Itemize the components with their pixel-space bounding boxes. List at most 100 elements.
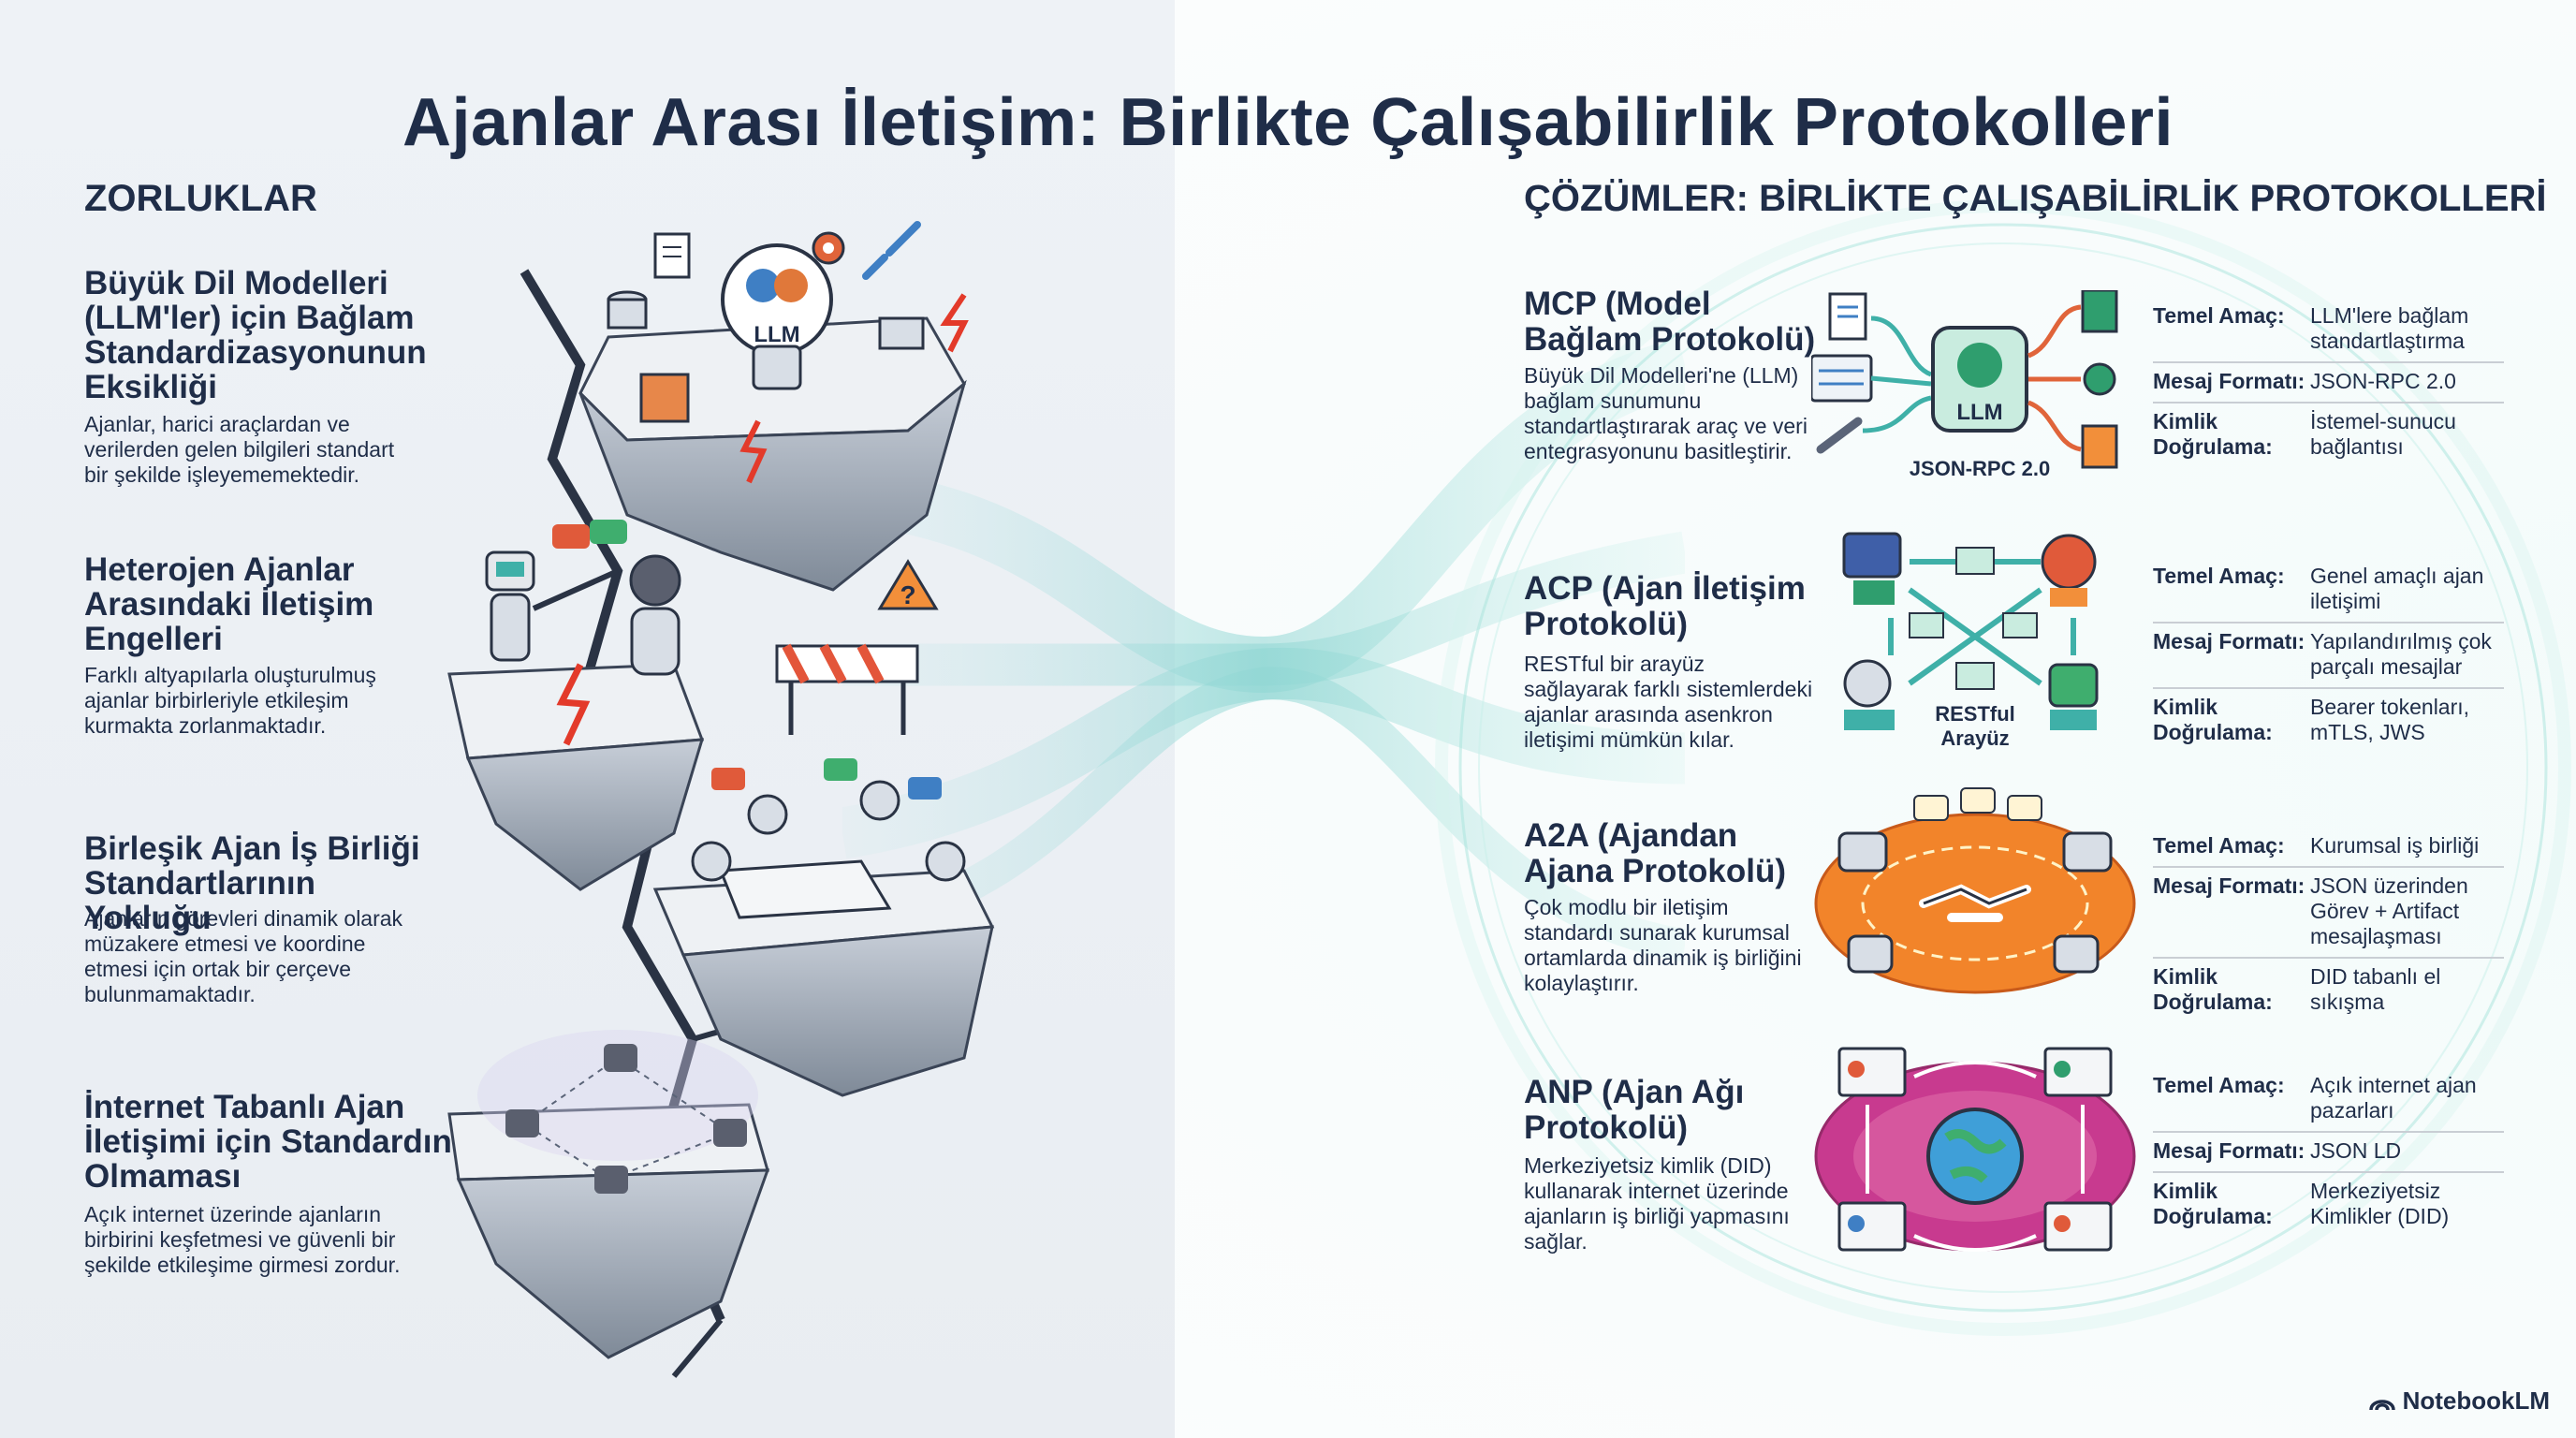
meeting-table [718,859,892,919]
robot-icon [1843,659,1895,730]
challenge-title-heterogeneous: Heterojen Ajanlar Arasındaki İletişim En… [84,551,374,657]
document-icon [1828,292,1867,341]
robot-icon [505,1044,747,1194]
property-row: Kimlik Doğrulama: DID tabanlı el sıkışma [2153,959,2504,1022]
acp-illustration: RESTful Arayüz [1842,532,2099,750]
property-value: DID tabanlı el sıkışma [2310,964,2441,1014]
anp-illustration [1814,1047,2136,1252]
warning-sign-icon: ? [877,559,939,610]
chat-bubble-icon [1913,787,2042,821]
property-value: Bearer tokenları, mTLS, JWS [2310,695,2470,744]
acp-restful-label: RESTful [1935,702,2015,726]
property-row: Kimlik Doğrulama:Bearer tokenları, mTLS,… [2153,689,2504,753]
property-key: Temel Amaç: [2153,564,2285,588]
protocol-title-a2a: A2A (Ajandan Ajana Protokolü) [1524,817,1787,889]
property-row: Temel Amaç:Kurumsal iş birliği [2153,828,2504,868]
llm-brain-icon: LLM [721,243,833,390]
lightning-icon [739,293,969,484]
property-value: Yapılandırılmış çok parçalı mesajlar [2310,629,2492,679]
globe-icon [1926,1108,2024,1205]
network-rings [1435,199,2571,1336]
handshake-icon [1919,884,2031,922]
property-value: JSON LD [2310,1138,2402,1163]
challenge-desc-llm-context: Ajanlar, harici araçlardan ve verilerden… [84,412,395,487]
notebooklm-brand: NotebookLM [2368,1387,2550,1416]
chat-bubble-icon [711,758,942,800]
property-row: Kimlik Doğrulama: İstemel-sunucu bağlantı… [2153,404,2504,467]
a2a-illustration [1814,787,2136,994]
robot-icon [485,550,535,662]
flow-streams [842,337,1685,962]
mcp-properties-table: Temel Amaç: LLM'lere bağlam standartlaştı… [2153,298,2504,467]
property-key: Temel Amaç: [2153,1073,2285,1097]
protocol-title-mcp: MCP (Model Bağlam Protokolü) [1524,286,1816,358]
road-barrier-icon [775,643,919,735]
property-row: Mesaj Formatı:Yapılandırılmış çok parçal… [2153,624,2504,689]
page-title: Ajanlar Arası İletişim: Birlikte Çalışab… [402,85,2174,161]
property-value: JSON-RPC 2.0 [2310,369,2456,393]
property-key: Temel Amaç: [2153,833,2285,858]
protocol-desc-acp: RESTful bir arayüz sağlayarak farklı sis… [1524,652,1813,752]
property-key: Mesaj Formatı: [2153,1138,2305,1163]
protocol-title-acp: ACP (Ajan İletişim Protokolü) [1524,570,1806,642]
property-key: Temel Amaç: [2153,303,2285,328]
acp-properties-table: Temel Amaç: Genel amaçlı ajan iletişimi M… [2153,558,2504,753]
property-row: Kimlik Doğrulama:Merkeziyetsiz Kimlikler… [2153,1173,2504,1237]
island-robots [447,663,705,891]
robot-icon [1837,831,2113,974]
property-key: Mesaj Formatı: [2153,873,2305,898]
server-cube-icon [639,373,690,423]
property-value: İstemel-sunucu bağlantısı [2310,409,2456,459]
property-key: Mesaj Formatı: [2153,369,2305,393]
llm-label: LLM [754,322,799,347]
notebooklm-logo-icon [2368,1399,2395,1410]
challenges-heading: ZORLUKLAR [84,178,317,219]
svg-text:LLM: LLM [1956,400,2002,425]
wrench-icon [862,221,921,280]
fractured-islands-illustration: LLM ? [447,221,995,1378]
database-icon [607,290,648,330]
anp-properties-table: Temel Amaç:Açık internet ajan pazarları … [2153,1067,2504,1237]
property-key: Mesaj Formatı: [2153,629,2305,653]
protocol-desc-a2a: Çok modlu bir iletişim standardı sunarak… [1524,895,1802,995]
challenge-desc-collaboration: Ajanların görevleri dinamik olarak müzak… [84,906,403,1006]
challenge-title-llm-context: Büyük Dil Modelleri (LLM'ler) için Bağla… [84,265,427,405]
property-key: Kimlik Doğrulama: [2153,1179,2273,1228]
mcp-illustration: LLM JSON-RPC 2.0 [1811,290,2118,480]
property-value: LLM'lere bağlam standartlaştırma [2310,303,2469,353]
property-row: Mesaj Formatı:JSON üzerinden Görev + Art… [2153,868,2504,959]
island-network [447,1030,770,1359]
challenge-desc-internet: Açık internet üzerinde ajanların birbiri… [84,1202,401,1277]
property-key: Kimlik Doğrulama: [2153,964,2273,1014]
wrench-icon [1816,417,1863,454]
property-key: Kimlik Doğrulama: [2153,409,2273,459]
acp-interface-label: Arayüz [1940,726,2009,750]
challenge-desc-heterogeneous: Farklı altyapılarla oluşturulmuş ajanlar… [84,663,376,738]
robot-icon [2041,534,2097,607]
robot-icon [2048,663,2099,730]
solutions-heading: ÇÖZÜMLER: BİRLİKTE ÇALIŞABİLİRLİK PROTOK… [1524,178,2547,219]
protocol-title-anp: ANP (Ajan Ağı Protokolü) [1524,1074,1745,1146]
lightning-icon [556,663,591,746]
envelope-icon [1909,547,2038,690]
document-icon [653,232,691,279]
mcp-jsonrpc-label: JSON-RPC 2.0 [1910,457,2050,480]
gear-icon [812,231,845,265]
robot-icon [1842,532,1902,605]
property-value: Genel amaçlı ajan iletişimi [2310,564,2484,613]
chat-bubble-icon [552,520,627,549]
protocol-desc-mcp: Büyük Dil Modelleri'ne (LLM) bağlam sunu… [1524,363,1808,463]
property-value: JSON üzerinden Görev + Artifact mesajlaş… [2310,873,2468,948]
property-row: Mesaj Formatı:JSON-RPC 2.0 [2153,363,2504,404]
id-card-icon [1837,1047,2113,1252]
a2a-properties-table: Temel Amaç:Kurumsal iş birliği Mesaj For… [2153,828,2504,1022]
document-icon [2081,424,2118,469]
robot-icon [691,780,966,882]
gear-icon [2083,362,2116,396]
property-row: Temel Amaç: LLM'lere bağlam standartlaştı… [2153,298,2504,363]
protocol-desc-anp: Merkeziyetsiz kimlik (DID) kullanarak in… [1524,1153,1790,1254]
folder-icon [878,316,925,350]
llm-brain-icon: LLM [1931,326,2028,433]
brand-label: NotebookLM [2402,1387,2550,1415]
document-icon [2081,290,2118,333]
